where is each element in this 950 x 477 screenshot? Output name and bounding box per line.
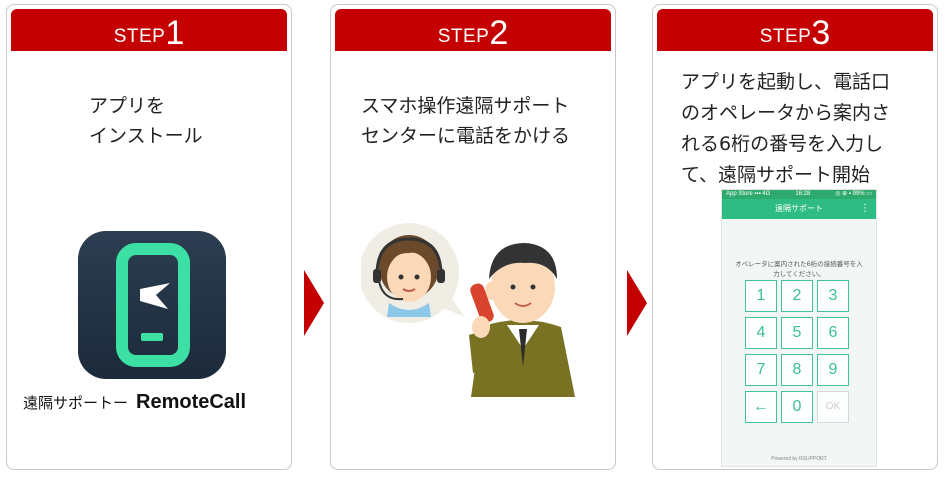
powered-by-footer: Powered by RSUPPORT [771,456,827,462]
step-1-description: アプリを インストール [89,95,203,147]
key-5[interactable]: 5 [781,317,813,349]
step-card-1: STEP1 アプリを インストール 遠隔サポートー RemoteCall [6,4,292,470]
key-9[interactable]: 9 [817,354,849,386]
key-8[interactable]: 8 [781,354,813,386]
key-6[interactable]: 6 [817,317,849,349]
number-keypad: 1 2 3 4 5 6 7 8 9 ← 0 OK [745,280,849,423]
step-header-1: STEP1 [11,9,287,52]
step-header-3: STEP3 [657,9,933,52]
step-label: STEP [113,26,166,47]
step-header-2: STEP2 [335,9,611,52]
step-card-3: STEP3 アプリを起動し、電話口 のオペレータから案内さ れる6桁の番号を入力… [652,4,938,470]
phone-screen-mockup: App Store ▪▪▪ 4G 16:28 ◎ ⊕ ▪ 99% ▭ 遠隔サポー… [721,189,877,467]
ok-button[interactable]: OK [817,391,849,423]
step-number: 3 [811,14,831,52]
app-bar: 遠隔サポート ⋮ [722,199,876,219]
remotecall-app-icon [78,231,226,379]
backspace-icon[interactable]: ← [745,391,777,423]
status-bar: App Store ▪▪▪ 4G 16:28 ◎ ⊕ ▪ 99% ▭ [722,190,876,199]
step-number: 2 [489,14,509,52]
status-icons: ◎ ⊕ ▪ 99% ▭ [835,191,872,197]
step-number: 1 [165,14,185,52]
key-7[interactable]: 7 [745,354,777,386]
key-3[interactable]: 3 [817,280,849,312]
key-4[interactable]: 4 [745,317,777,349]
more-menu-icon[interactable]: ⋮ [860,203,870,214]
step-2-description: スマホ操作遠隔サポート センターに電話をかける [361,95,571,147]
app-name: 遠隔サポートー RemoteCall [23,391,246,414]
step-3-description: アプリを起動し、電話口 のオペレータから案内さ れる6桁の番号を入力し て、遠隔… [681,71,891,186]
status-carrier: App Store ▪▪▪ 4G [726,191,771,197]
step-card-2: STEP2 スマホ操作遠隔サポート センターに電話をかける [330,4,616,470]
key-1[interactable]: 1 [745,280,777,312]
key-0[interactable]: 0 [781,391,813,423]
status-time: 16:28 [795,191,811,197]
instruction-text: オペレータに案内された6桁の接続番号を入 力してください。 [735,260,863,278]
app-name-en: RemoteCall [136,391,247,413]
app-bar-title: 遠隔サポート [775,204,823,213]
app-name-jp: 遠隔サポートー [23,394,129,412]
arrow-right-icon [304,270,324,336]
step-label: STEP [759,26,812,47]
phone-call-illustration [359,217,591,401]
step-label: STEP [437,26,490,47]
arrow-right-icon [627,270,647,336]
key-2[interactable]: 2 [781,280,813,312]
